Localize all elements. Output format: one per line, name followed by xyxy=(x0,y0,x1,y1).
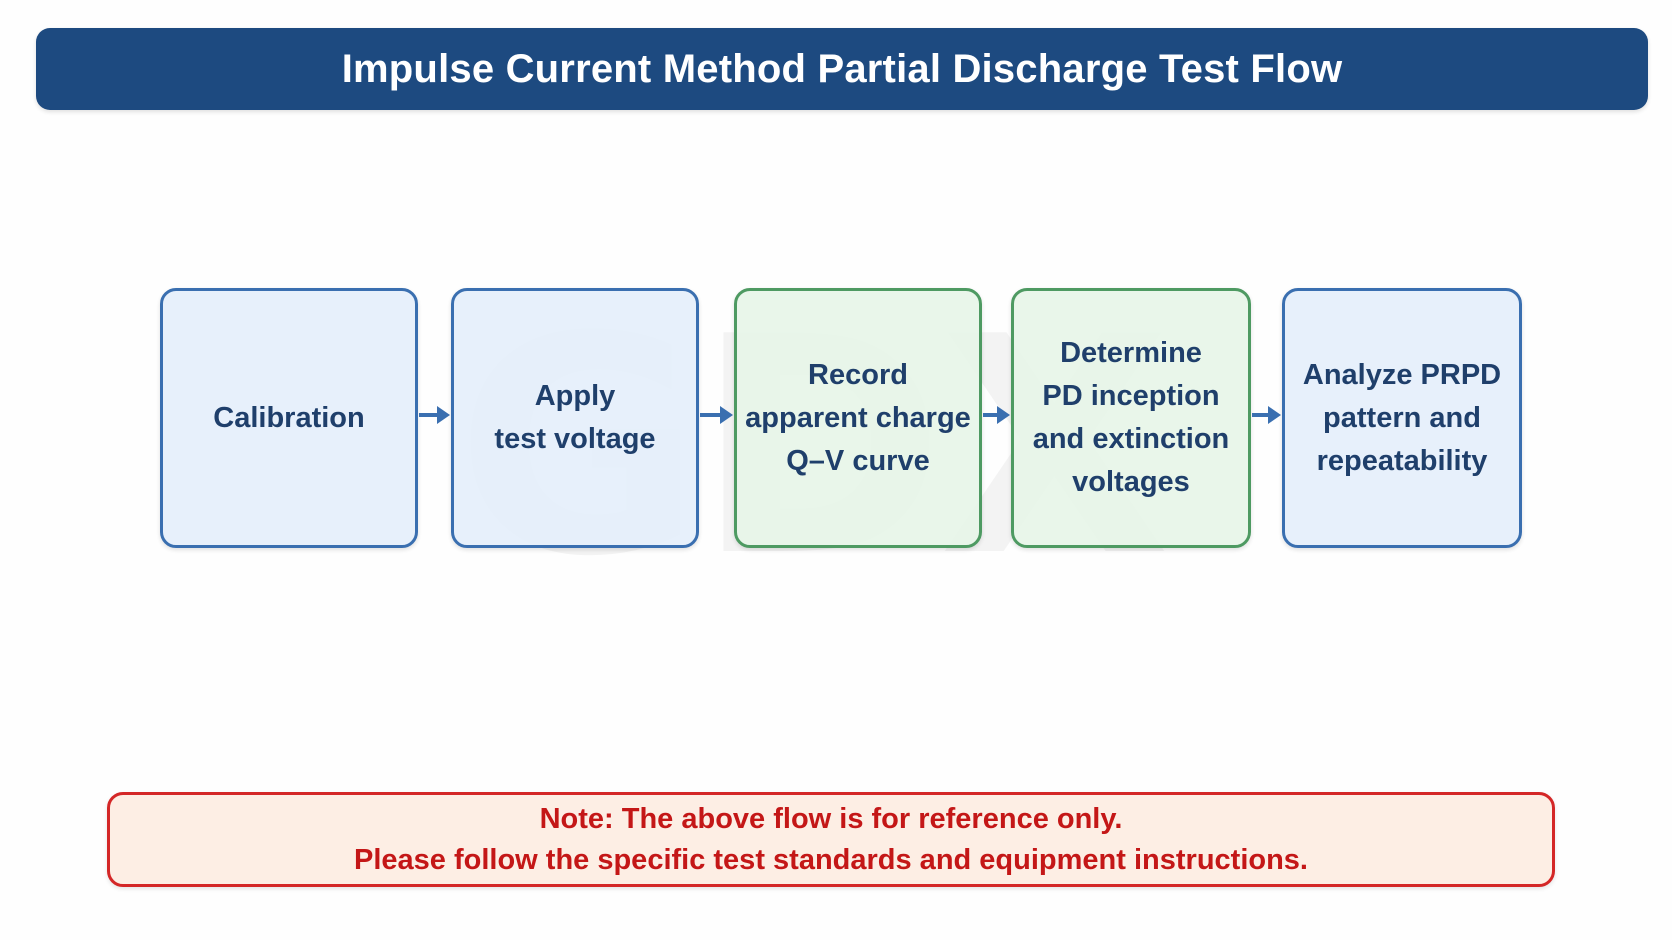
flow-step-apply-voltage: Apply test voltage xyxy=(451,288,699,548)
flow-step-label: Determine PD inception and extinction vo… xyxy=(1032,337,1230,498)
flow-step-label: Analyze PRPD pattern and repeatability xyxy=(1302,358,1502,477)
flow-step-analyze-prpd: Analyze PRPD pattern and repeatability xyxy=(1282,288,1522,548)
arrow-right-icon xyxy=(1252,406,1281,424)
flow-step-determine-voltages: Determine PD inception and extinction vo… xyxy=(1011,288,1251,548)
arrow-right-icon xyxy=(419,406,450,424)
note-line-1: Note: The above flow is for reference on… xyxy=(539,802,1123,835)
flow-step-label: Apply test voltage xyxy=(494,380,656,455)
note-box: Note: The above flow is for reference on… xyxy=(107,792,1555,887)
arrow-right-icon xyxy=(700,406,733,424)
flow-step-label: Record apparent charge Q–V curve xyxy=(745,358,971,477)
note-line-2: Please follow the specific test standard… xyxy=(354,843,1308,876)
arrow-right-icon xyxy=(983,406,1010,424)
flow-step-calibration: Calibration xyxy=(160,288,418,548)
page-title: Impulse Current Method Partial Discharge… xyxy=(36,28,1648,110)
page-title-text: Impulse Current Method Partial Discharge… xyxy=(341,46,1343,91)
flow-step-label: Calibration xyxy=(213,401,365,434)
flow-step-record-charge: Record apparent charge Q–V curve xyxy=(734,288,982,548)
